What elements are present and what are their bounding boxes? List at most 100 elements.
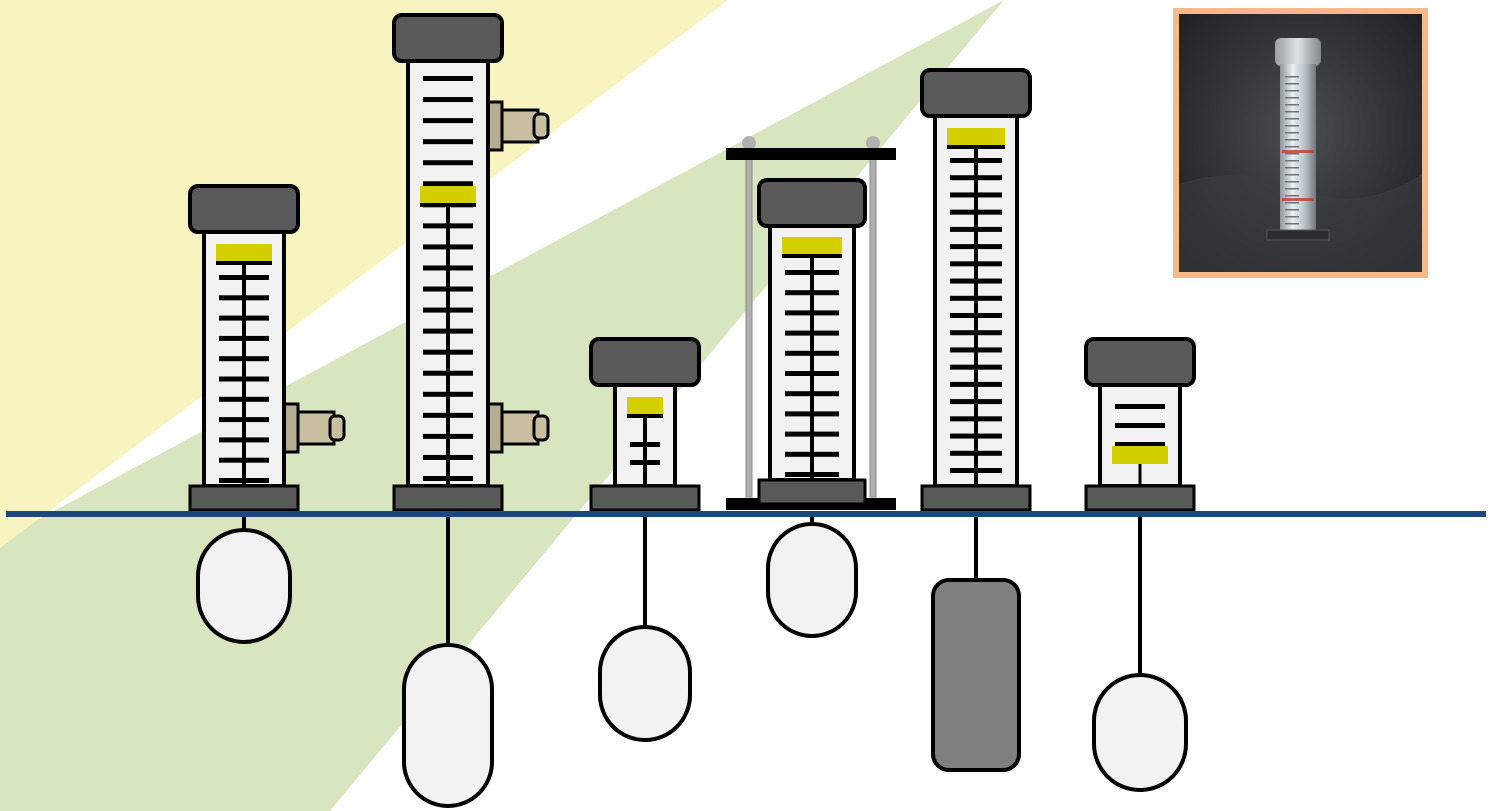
gauge-base [589, 484, 701, 512]
photo-tick [1285, 209, 1299, 211]
photo-tick [1285, 90, 1299, 92]
scale-tick [423, 160, 473, 166]
float-rod [643, 514, 647, 627]
level-marker [627, 397, 663, 415]
scale-tick [785, 350, 839, 356]
frame-knob [742, 136, 756, 150]
scale-tick [1115, 442, 1165, 447]
frame-top-bar [726, 148, 896, 160]
scale-tick [219, 417, 269, 423]
float-rod [242, 514, 246, 530]
photo-tick [1285, 97, 1299, 99]
photo-tick [1285, 202, 1299, 204]
float-long [402, 643, 494, 808]
gauge-base [392, 484, 504, 512]
gauge-stem [446, 195, 450, 486]
scale-tick [950, 175, 1002, 181]
scale-tick [219, 335, 269, 341]
level-marker-line [947, 145, 1005, 149]
scale-tick [950, 209, 1002, 215]
scale-tick [219, 295, 269, 301]
level-marker-line [420, 203, 476, 207]
photo-tick [1285, 125, 1299, 127]
scale-tick [219, 315, 269, 321]
scale-tick [1115, 423, 1165, 428]
scale-tick [785, 290, 839, 296]
scale-tick [950, 399, 1002, 405]
scale-tick [950, 158, 1002, 163]
float-round [766, 522, 858, 638]
scale-tick [423, 139, 473, 145]
scale-tick [423, 328, 473, 334]
frame-rod-left [745, 140, 753, 498]
gauge-stem [1138, 455, 1142, 486]
photo-tick [1285, 132, 1299, 134]
photo-tick [1285, 83, 1299, 85]
scale-tick [423, 118, 473, 124]
photo-image [1179, 14, 1422, 272]
photo-tick [1285, 160, 1299, 162]
gauge-base [188, 484, 300, 512]
scale-tick [785, 391, 839, 397]
scale-tick [785, 472, 839, 477]
gauge-4 [726, 136, 896, 638]
level-marker [782, 237, 842, 255]
scale-tick [1115, 404, 1165, 409]
scale-tick [785, 310, 839, 316]
scale-tick [219, 437, 269, 443]
gauge-1 [188, 184, 346, 644]
scale-tick [785, 411, 839, 417]
level-marker [1112, 446, 1168, 464]
scale-tick [219, 275, 269, 280]
photo-tick [1285, 146, 1299, 148]
gauge-cap [392, 13, 504, 63]
float-dark [931, 578, 1021, 772]
gauge-3 [589, 337, 701, 742]
scale-tick [423, 454, 473, 460]
scale-tick [423, 97, 473, 103]
scale-tick [423, 76, 473, 81]
scale-tick [950, 244, 1002, 250]
scale-tick [785, 270, 839, 275]
scale-tick [423, 244, 473, 250]
scale-tick [950, 226, 1002, 232]
level-marker [947, 128, 1005, 146]
photo-tick [1285, 195, 1299, 197]
scale-tick [423, 286, 473, 292]
scale-tick [219, 376, 269, 382]
scale-tick [630, 460, 660, 465]
scale-tick [950, 313, 1002, 318]
float-rod [1138, 514, 1142, 675]
scale-tick [950, 278, 1002, 284]
photo-tick [1285, 139, 1299, 141]
scale-tick [785, 431, 839, 437]
float-rod [974, 514, 978, 580]
level-marker-line [782, 254, 842, 258]
scale-tick [423, 265, 473, 271]
gauge-cap [920, 68, 1032, 118]
scale-tick [950, 192, 1002, 198]
scale-tick [950, 416, 1002, 422]
scale-tick [950, 381, 1002, 387]
scale-tick [423, 391, 473, 397]
scale-tick [219, 396, 269, 402]
gauge-cap [188, 184, 300, 234]
scale-tick [950, 347, 1002, 353]
scale-tick [219, 457, 269, 463]
photo-tick [1285, 104, 1299, 106]
gauge-stem [810, 246, 814, 480]
level-marker-line [627, 414, 663, 418]
level-marker-line [216, 261, 272, 265]
photo-tick [1285, 174, 1299, 176]
scale-tick [423, 307, 473, 313]
side-port [500, 108, 540, 144]
side-port-flange [486, 402, 504, 454]
scale-tick [630, 442, 660, 447]
scale-tick [423, 349, 473, 355]
gauge-stem [974, 137, 978, 486]
gauge-group [188, 13, 1196, 808]
gauge-cap [1084, 337, 1196, 387]
float-rod [810, 514, 814, 524]
scale-tick [423, 223, 473, 229]
level-marker [420, 186, 476, 204]
